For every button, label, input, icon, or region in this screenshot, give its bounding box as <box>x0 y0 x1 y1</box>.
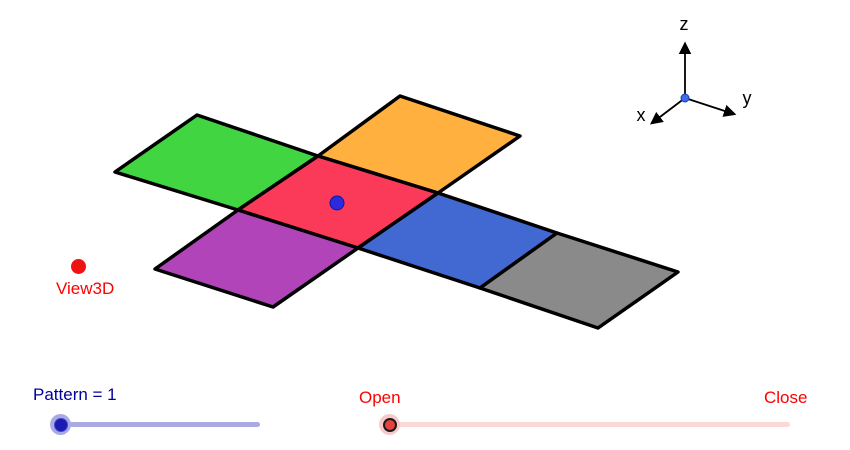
face-purple[interactable] <box>153 208 360 309</box>
z-axis-label: z <box>680 14 689 34</box>
open-slider-knob-core[interactable] <box>382 417 397 432</box>
pattern-slider-knob[interactable] <box>50 414 71 435</box>
cube-net <box>113 94 680 330</box>
open-slider-knob[interactable] <box>379 414 400 435</box>
view3d-label: View3D <box>56 279 115 298</box>
y-axis-line <box>684 97 737 117</box>
open-slider-track[interactable] <box>389 422 790 427</box>
open-slider-max-label: Close <box>764 388 808 407</box>
pattern-slider-track[interactable] <box>58 422 260 427</box>
face-gray[interactable] <box>478 231 680 330</box>
net-center-point[interactable] <box>329 195 345 211</box>
y-axis-label: y <box>743 88 752 108</box>
pattern-slider-knob-core[interactable] <box>53 417 68 432</box>
x-axis-label: x <box>637 105 646 125</box>
axes-origin-point <box>680 93 690 103</box>
axes-indicator: z x y <box>637 14 752 125</box>
open-slider-min-label: Open <box>359 388 401 407</box>
x-axis-line <box>649 97 686 125</box>
view3d-point[interactable] <box>71 259 86 274</box>
pattern-slider-label: Pattern = 1 <box>33 385 117 404</box>
